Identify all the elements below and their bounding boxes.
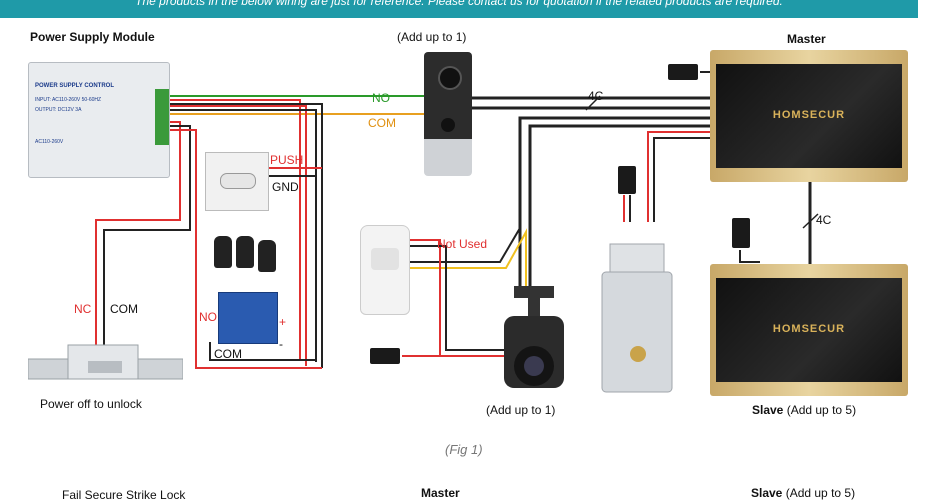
door-camera-icon: [424, 52, 472, 176]
bottom-slave-count-label: (Add up to 5): [785, 486, 856, 500]
wire-pir-black: [408, 245, 504, 351]
wire-relay-red: [168, 129, 322, 369]
slave-brand: HOMSECUR: [772, 323, 846, 335]
relay-no-label: NO: [199, 310, 217, 324]
com-strike-label: COM: [110, 302, 138, 316]
slave-count-label: (Add up to 5): [786, 403, 857, 417]
doorbell-count-label: (Add up to 1): [397, 30, 467, 44]
wire-camera-loop-2: [528, 124, 710, 290]
wire-reader-slave: [739, 250, 760, 263]
psu-title: POWER SUPPLY CONTROL: [35, 83, 115, 89]
wire-red-b: [168, 105, 307, 366]
psu-output: OUTPUT: DC12V 3A: [35, 107, 82, 113]
card-reader-icon: [618, 166, 636, 194]
master-label: Master: [787, 32, 826, 46]
wire-com-strike: [103, 125, 191, 345]
remote-control-icon: [214, 236, 232, 268]
power-off-label: Power off to unlock: [40, 397, 142, 411]
pir-sensor-icon: [360, 225, 410, 315]
power-supply-title: Power Supply Module: [30, 30, 155, 44]
wire-black-b: [168, 103, 323, 368]
no-label: NO: [372, 91, 390, 105]
not-used-label: Not Used: [437, 237, 488, 251]
nc-label: NC: [74, 302, 92, 316]
figure-caption: (Fig 1): [445, 442, 483, 457]
push-label: PUSH: [270, 153, 304, 167]
four-c-label-top: 4C: [588, 89, 604, 103]
exit-button-icon: [205, 152, 269, 211]
wire-bolt-2: [653, 137, 710, 222]
four-c-label-vertical: 4C: [816, 213, 832, 227]
psu-ac: AC110-260V: [35, 139, 64, 145]
bullet-camera-icon: [494, 286, 574, 398]
relay-module-icon: [218, 292, 278, 344]
gnd-label: GND: [272, 180, 299, 194]
card-reader-icon: [668, 64, 698, 80]
relay-plus-label: +: [279, 315, 287, 329]
wire-bolt-1: [647, 131, 710, 222]
wire-not-used: [408, 227, 521, 263]
relay-com-label: COM: [214, 347, 242, 361]
psu-terminal-block: [155, 89, 169, 145]
bottom-strike-label: Fail Secure Strike Lock: [62, 488, 186, 502]
wire-black-a: [168, 109, 317, 362]
com-label: COM: [368, 116, 396, 130]
relay-minus-label: -: [279, 337, 283, 351]
bottom-master-label: Master: [421, 486, 460, 500]
wire-red-a: [168, 99, 301, 360]
camera-count-label: (Add up to 1): [486, 403, 556, 417]
psu-input: INPUT: AC110-260V 50-60HZ: [35, 97, 102, 103]
wire-relay-black: [209, 342, 316, 361]
card-reader-icon: [370, 348, 400, 364]
power-supply-icon: POWER SUPPLY CONTROL INPUT: AC110-260V 5…: [28, 62, 170, 178]
wire-not-used-y: [408, 228, 527, 286]
banner-text: The products in the below wiring are jus…: [135, 0, 783, 8]
wire-pir-red: [408, 239, 504, 357]
slave-label: Slave: [752, 403, 784, 417]
bolt-lock-icon: [598, 222, 676, 398]
remote-control-icon: [258, 240, 276, 272]
strike-lock-icon: [27, 343, 184, 387]
remote-control-icon: [236, 236, 254, 268]
wire-nc: [95, 121, 181, 345]
bottom-slave-label: Slave: [751, 486, 783, 500]
slave-monitor-icon: HOMSECUR: [710, 264, 908, 396]
info-banner: The products in the below wiring are jus…: [0, 0, 918, 18]
wire-camera-loop: [518, 116, 710, 290]
master-brand: HOMSECUR: [772, 109, 846, 121]
card-reader-icon: [732, 218, 750, 248]
master-monitor-icon: HOMSECUR: [710, 50, 908, 182]
